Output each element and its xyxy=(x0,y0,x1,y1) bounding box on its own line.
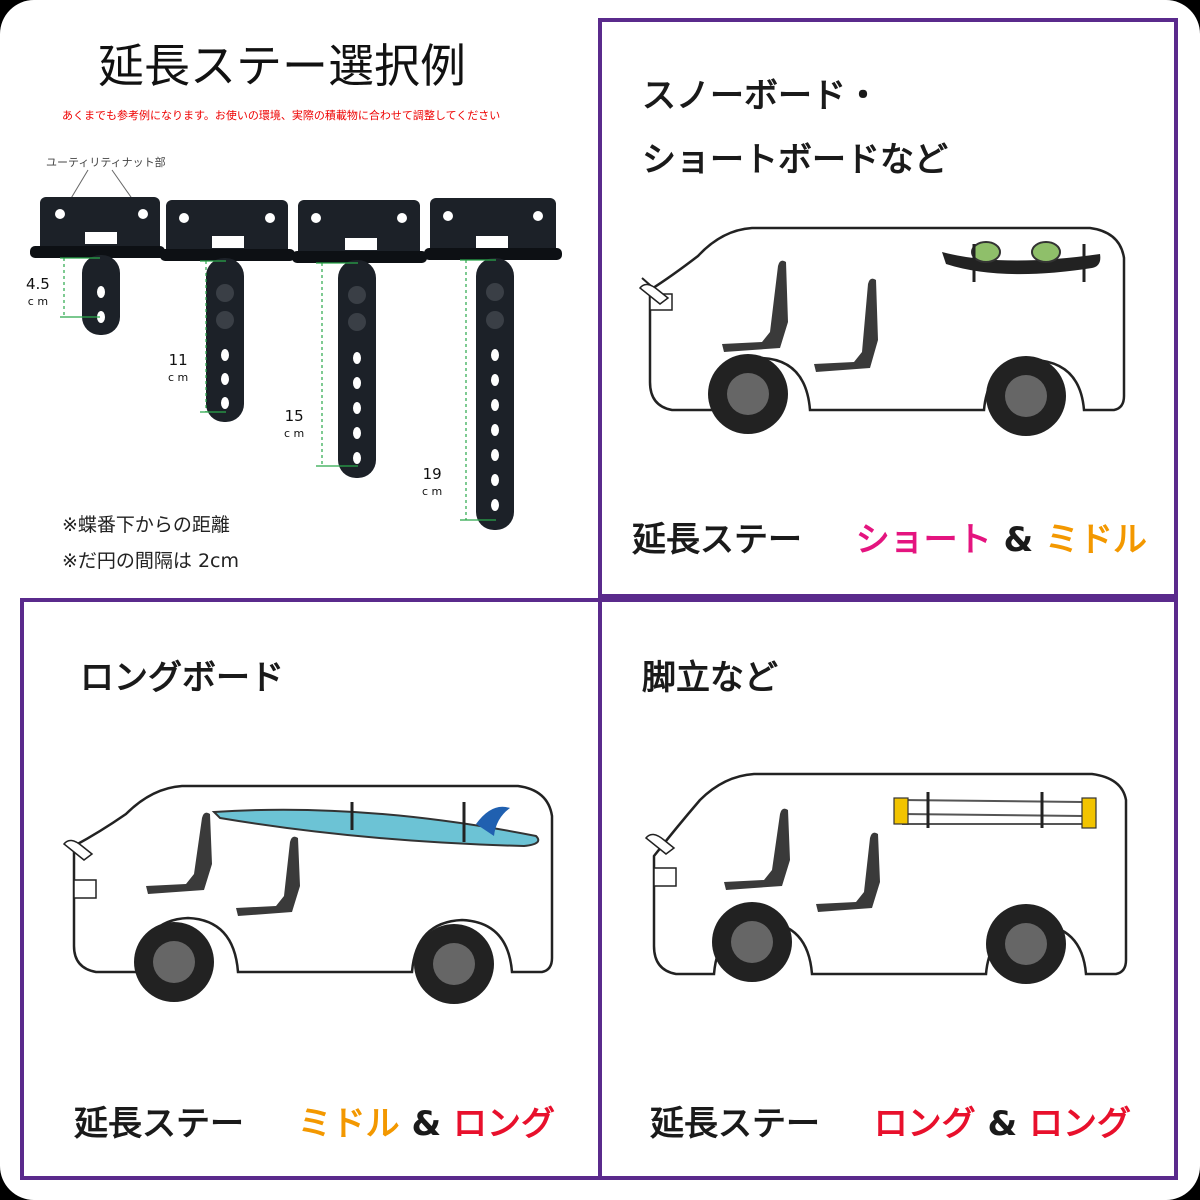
van-snowboard-illustration xyxy=(638,226,1126,436)
longboard-heading: ロングボード xyxy=(80,658,284,698)
panel-longboard: ロングボード 延長ステー ミドル & ロング xyxy=(20,598,602,1180)
measurement-guides xyxy=(60,257,496,521)
measurement-middle: 11 c m xyxy=(168,351,189,385)
stay-long xyxy=(292,200,427,478)
van-longboard-illustration xyxy=(62,784,554,1004)
measurement-extra-long: 19 c m xyxy=(422,465,443,499)
note-oval-spacing: ※だ円の間隔は 2cm xyxy=(62,550,240,572)
stay-middle xyxy=(160,200,295,422)
stay-extra-long xyxy=(424,198,562,530)
note-distance: ※蝶番下からの距離 xyxy=(62,514,230,536)
snowboard-stay-label: 延長ステー ショート & ミドル xyxy=(632,520,1148,560)
page-title: 延長ステー選択例 xyxy=(98,39,466,93)
utility-nut-callout: ユーティリティナット部 xyxy=(46,156,166,169)
measurement-short: 4.5 c m xyxy=(26,275,50,309)
ladder-heading: 脚立など xyxy=(642,658,778,698)
panel-ladder: 脚立など 延長ステー ロング & ロング xyxy=(598,598,1178,1180)
panel-snowboard: スノーボード・ ショートボードなど 延長ステー ショート & ミドル xyxy=(598,18,1178,598)
snowboard-heading-line1: スノーボード・ xyxy=(642,76,880,116)
van-ladder-illustration xyxy=(644,772,1128,984)
reference-notice: あくまでも参考例になります。お使いの環境、実際の積載物に合わせて調整してください xyxy=(62,109,501,122)
stay-short xyxy=(30,197,165,335)
measurement-long: 15 c m xyxy=(284,407,305,441)
snowboard-heading-line2: ショートボードなど xyxy=(642,140,948,180)
stays-illustration xyxy=(30,169,562,530)
longboard-stay-label: 延長ステー ミドル & ロング xyxy=(74,1104,556,1144)
ladder-stay-label: 延長ステー ロング & ロング xyxy=(650,1104,1132,1144)
